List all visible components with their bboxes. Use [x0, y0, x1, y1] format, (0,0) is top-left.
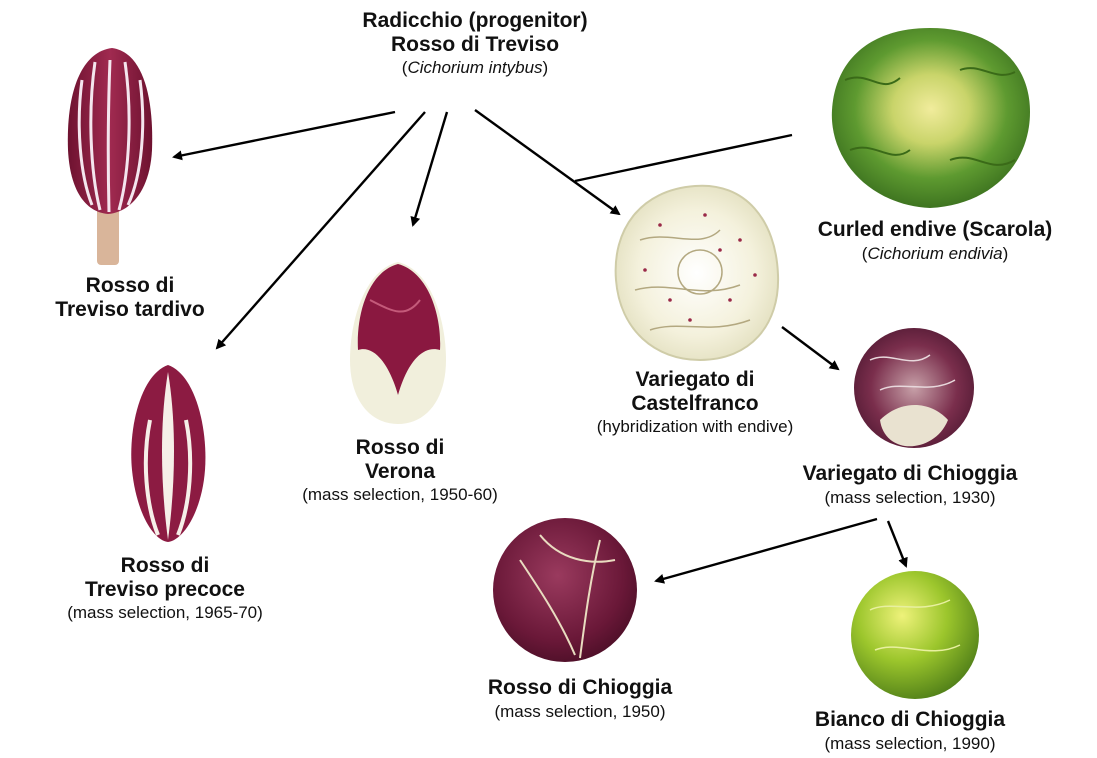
- treviso-tardivo-label: Rosso di Treviso tardivo: [30, 274, 230, 321]
- castelfranco-image: [616, 186, 778, 360]
- treviso-precoce-label: Rosso di Treviso precoce (mass selection…: [20, 554, 310, 622]
- arrow-to-castelfranco: [475, 110, 619, 214]
- curled-endive-image: [832, 28, 1030, 208]
- arrow-to-rosso-chioggia: [656, 519, 877, 581]
- castelfranco-label: Variegato di Castelfranco (hybridization…: [555, 368, 835, 436]
- verona-label: Rosso di Verona (mass selection, 1950-60…: [255, 436, 545, 504]
- rosso-chioggia-label: Rosso di Chioggia (mass selection, 1950): [440, 676, 720, 721]
- line-from-endive: [575, 135, 792, 181]
- endive-species: (Cichorium endivia): [790, 244, 1080, 263]
- treviso-tardivo-image: [68, 48, 152, 265]
- variegato-chioggia-label: Variegato di Chioggia (mass selection, 1…: [770, 462, 1050, 507]
- curled-endive-label: Curled endive (Scarola) (Cichorium endiv…: [790, 218, 1080, 263]
- rosso-chioggia-image: [493, 518, 637, 662]
- arrow-to-verona: [413, 112, 447, 225]
- variegato-chioggia-image: [854, 328, 974, 448]
- bianco-chioggia-image: [851, 571, 979, 699]
- verona-image: [350, 262, 446, 424]
- lineage-arrows: [174, 110, 906, 581]
- progenitor-subtitle: Rosso di Treviso: [315, 33, 635, 57]
- arrow-to-treviso-tardivo: [174, 112, 395, 157]
- bianco-chioggia-label: Bianco di Chioggia (mass selection, 1990…: [770, 708, 1050, 753]
- treviso-precoce-image: [131, 365, 205, 542]
- arrow-to-bianco-chioggia: [888, 521, 906, 566]
- progenitor-label: Radicchio (progenitor) Rosso di Treviso …: [315, 9, 635, 77]
- arrow-to-variegato-chioggia: [782, 327, 838, 369]
- progenitor-title: Radicchio (progenitor): [315, 9, 635, 33]
- progenitor-species: (Cichorium intybus): [315, 58, 635, 77]
